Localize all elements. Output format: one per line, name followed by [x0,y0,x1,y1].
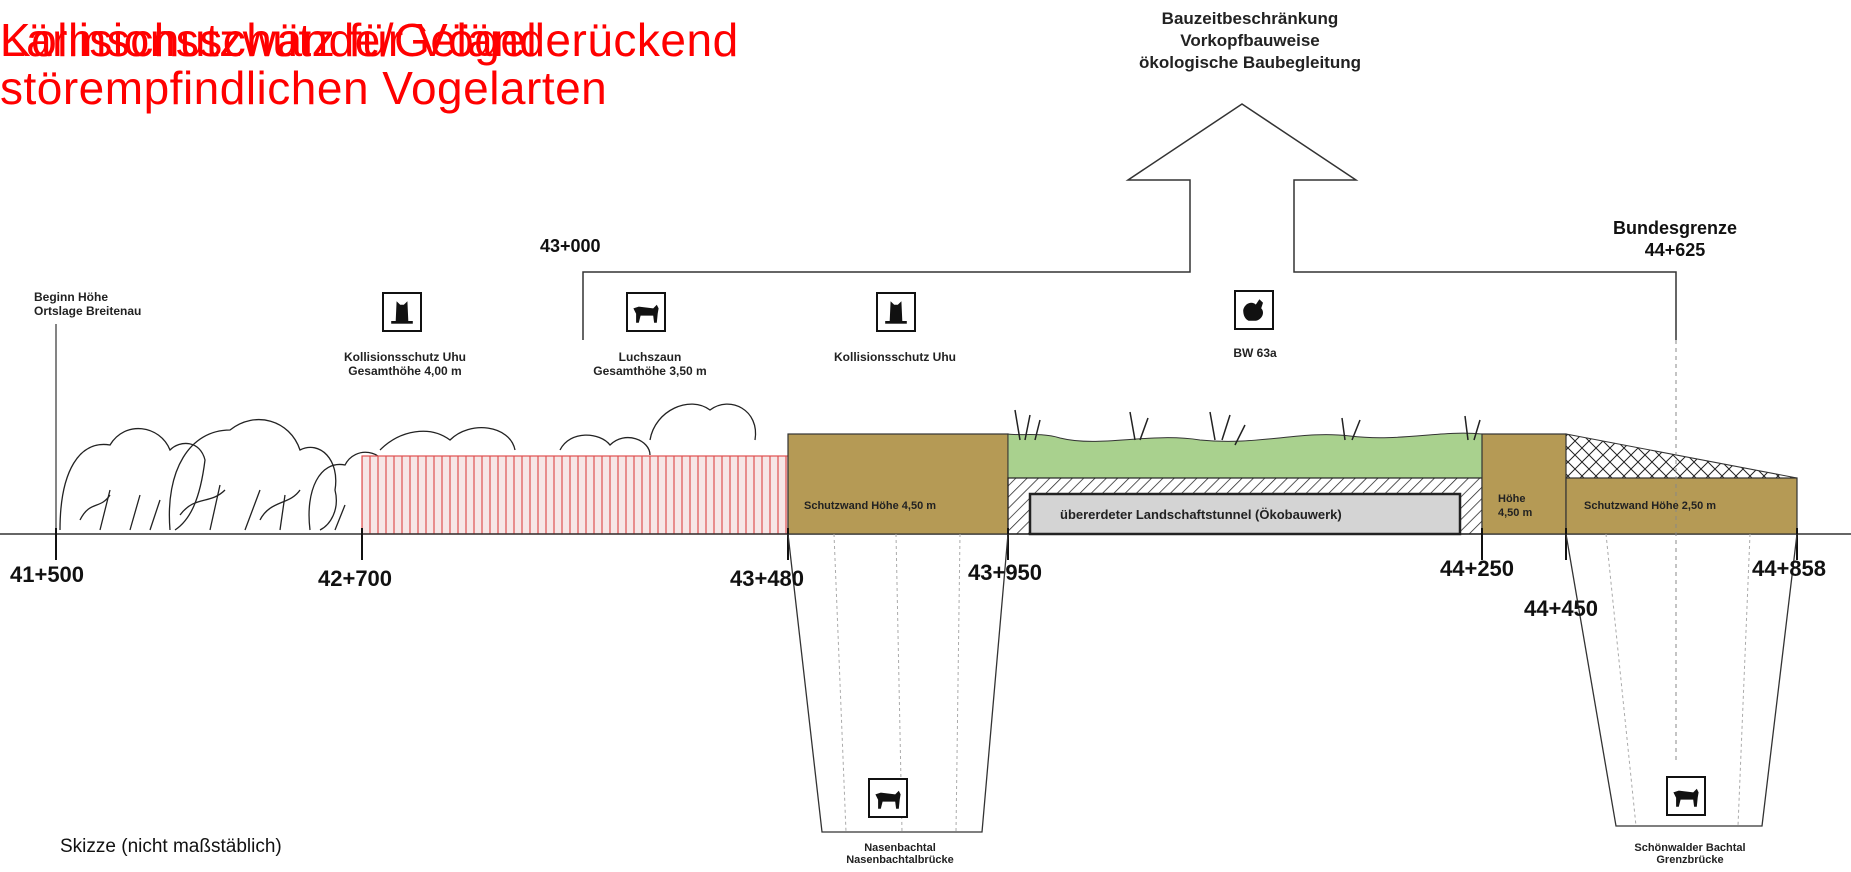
bridge-2-outline [1565,533,1798,827]
green-roof [1007,432,1483,479]
top-note-line-3: ökologische Baubegleitung [1139,53,1361,72]
lynx-icon [626,292,666,332]
bracket-start-km: 43+000 [540,236,601,256]
owl-icon [382,292,422,332]
bridge-1-label: Nasenbachtal Nasenbachtalbrücke [790,842,1010,866]
top-note-line-1: Bauzeitbeschränkung [1161,9,1339,28]
measure-2-line-1: Luchszaun [618,350,682,364]
bridge-1-outline [787,533,1009,833]
station-44-858: 44+858 [1752,556,1827,581]
slope-crosshatch [1565,433,1798,479]
bracket-arrow [582,103,1677,340]
title-line-1a: Kollisionsschutz für Vögel [0,14,538,66]
measure-4-label: BW 63a [1160,346,1350,360]
bridge-2-line-2: Grenzbrücke [1656,854,1724,866]
measure-2-line-2: Gesamthöhe 3,50 m [593,364,707,378]
title-line-2: störempfindlichen Vogelarten [0,62,608,114]
start-marker-line-2: Ortslage Breitenau [34,304,142,318]
measure-1-line-1: Kollisionsschutz Uhu [343,350,466,364]
measure-4-line-1: BW 63a [1233,346,1277,360]
bridge-1-line-2: Nasenbachtalbrücke [846,854,954,866]
lynx-icon [868,778,908,818]
wall-3-label: Schutzwand Höhe 2,50 m [1584,500,1717,512]
bridge-2-line-1: Schönwalder Bachtal [1634,842,1746,854]
grouse-icon [1234,290,1274,330]
top-note: Bauzeitbeschränkung Vorkopfbauweise ökol… [1125,8,1375,74]
protection-wall-1 [787,433,1009,535]
station-44-450: 44+450 [1524,596,1599,621]
measure-2-label: Luchszaun Gesamthöhe 3,50 m [555,350,745,378]
wall-2-line-1: Höhe [1498,493,1526,505]
station-ticks [55,528,1798,560]
start-marker-line-1: Beginn Höhe [34,290,108,304]
bridge-1-line-1: Nasenbachtal [864,842,936,854]
border-label: Bundesgrenze [1612,218,1738,238]
tunnel-label: übererdeter Landschaftstunnel (Ökobauwer… [1060,507,1342,522]
station-41-500: 41+500 [10,562,85,587]
measure-1-label: Kollisionsschutz Uhu Gesamthöhe 4,00 m [310,350,500,378]
lynx-icon [1666,776,1706,816]
wall-2-label: Höhe 4,50 m [1498,492,1532,520]
start-marker-label: Beginn Höhe Ortslage Breitenau [34,290,141,318]
tunnel-body [1028,492,1462,536]
measure-3-line-1: Kollisionsschutz Uhu [833,350,956,364]
owl-icon [876,292,916,332]
reeds [1014,409,1481,446]
bridge-2-label: Schönwalder Bachtal Grenzbrücke [1580,842,1800,866]
protection-wall-2 [1481,433,1567,535]
border-km: 44+625 [1644,240,1706,260]
lynx-fence-section [361,455,789,535]
measure-3-label: Kollisionsschutz Uhu [800,350,990,364]
measure-1-line-2: Gesamthöhe 4,00 m [348,364,462,378]
station-43-950: 43+950 [968,560,1043,585]
sketch-note: Skizze (nicht maßstäblich) [60,836,282,857]
protection-wall-3 [1565,477,1798,535]
station-44-250: 44+250 [1440,556,1515,581]
station-42-700: 42+700 [318,566,393,591]
top-note-line-2: Vorkopfbauweise [1180,31,1320,50]
title-line-1b: Lärmschutzwände/Geländerückend [0,14,739,66]
station-43-480: 43+480 [730,566,805,591]
bushes [59,403,757,531]
wall-1-label: Schutzwand Höhe 4,50 m [804,500,937,512]
wall-2-line-2: 4,50 m [1498,507,1533,519]
